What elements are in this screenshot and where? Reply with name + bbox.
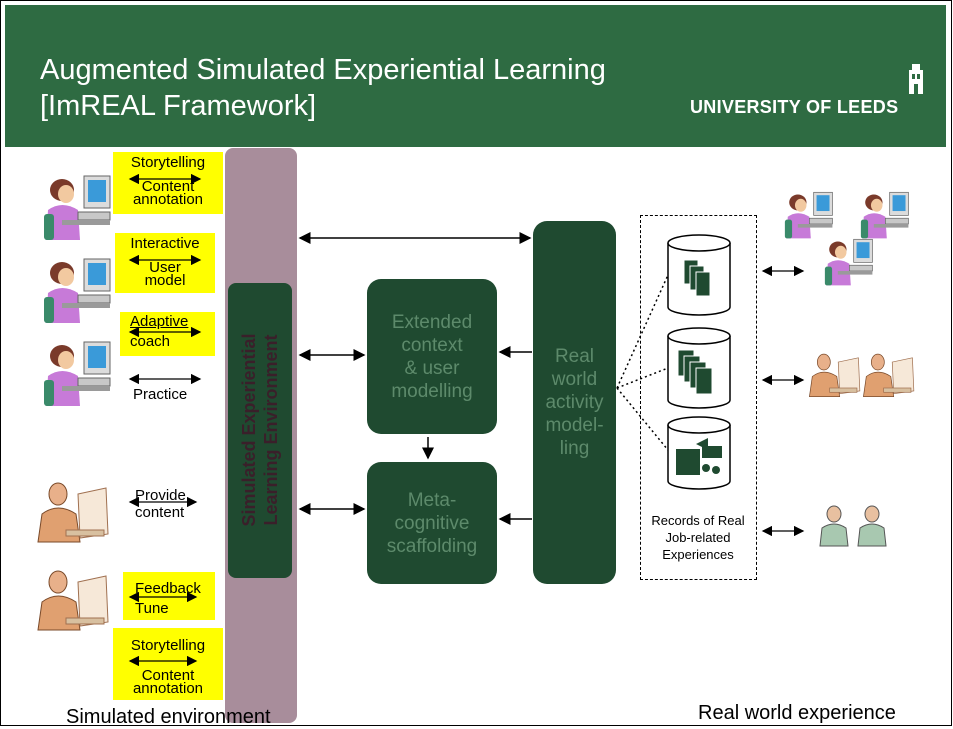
label-coach: coach — [130, 333, 171, 350]
manager-icon-2 — [863, 353, 915, 397]
real-world-activity-modelling-box: Real world activity model- ling — [533, 221, 616, 584]
meta-line-3: scaffolding — [386, 535, 478, 557]
record-cylinder-3 — [667, 416, 731, 490]
records-line-2: Job-related — [665, 530, 731, 545]
records-line-1: Records of Real — [651, 513, 745, 528]
footer-simulated-environment: Simulated environment — [66, 706, 271, 728]
label-practice: Practice — [133, 386, 188, 403]
learner-icon-3 — [43, 341, 111, 407]
meta-cognitive-scaffolding-box: Meta- cognitive scaffolding — [367, 462, 497, 584]
label-content: content — [135, 504, 185, 521]
label-annotation-bottom: annotation — [132, 680, 204, 697]
context-line-3: & user — [404, 357, 460, 379]
real-line-2: world — [551, 369, 598, 390]
staff-icon-1 — [819, 505, 849, 547]
title-line-2: [ImREAL Framework] — [40, 90, 317, 122]
real-line-1: Real — [554, 346, 595, 367]
university-logo-text: UNIVERSITY OF LEEDS — [690, 97, 899, 117]
meta-line-2: cognitive — [394, 512, 470, 534]
records-container — [640, 215, 757, 580]
label-annotation-top: annotation — [132, 191, 204, 208]
learner-icon-1 — [43, 175, 111, 241]
footer-real-world-experience: Real world experience — [698, 702, 896, 724]
label-tune: Tune — [135, 600, 169, 617]
label-feedback-tune: Feedback Tune — [123, 572, 215, 620]
trainer-icon — [37, 570, 109, 631]
manager-icon-1 — [809, 353, 861, 397]
worker-icon-1 — [784, 191, 833, 239]
label-content-bottom: Content — [141, 667, 195, 684]
worker-icon-3 — [824, 238, 873, 286]
label-model: model — [144, 272, 186, 289]
context-line-1: Extended — [391, 311, 473, 333]
meta-line-1: Meta- — [407, 489, 457, 511]
real-line-5: ling — [559, 438, 590, 459]
title-line-1: Augmented Simulated Experiential Learnin… — [40, 54, 606, 86]
records-label: Records of Real Job-related Experiences — [638, 512, 758, 563]
label-adaptive: Adaptive — [130, 313, 189, 330]
extended-context-user-modelling-box: Extended context & user modelling — [367, 279, 497, 434]
record-cylinder-1 — [667, 234, 731, 316]
label-storytelling-top: Storytelling — [130, 154, 206, 171]
sele-box — [228, 283, 292, 578]
slide-title: Augmented Simulated Experiential Learnin… — [40, 52, 606, 124]
context-line-2: context — [401, 334, 463, 356]
content-provider-icon — [37, 482, 109, 543]
staff-icon-2 — [857, 505, 887, 547]
label-interactive: Interactive — [130, 235, 200, 252]
real-line-3: activity — [545, 392, 604, 413]
record-cylinder-2 — [667, 327, 731, 409]
context-line-4: modelling — [391, 380, 473, 402]
slide-header — [5, 5, 946, 147]
real-line-4: model- — [545, 415, 604, 436]
learner-icon-2 — [43, 258, 111, 324]
label-storytelling-bottom: Storytelling — [130, 637, 206, 654]
university-tower-icon — [909, 64, 923, 94]
worker-icon-2 — [860, 191, 909, 239]
records-line-3: Experiences — [662, 547, 734, 562]
